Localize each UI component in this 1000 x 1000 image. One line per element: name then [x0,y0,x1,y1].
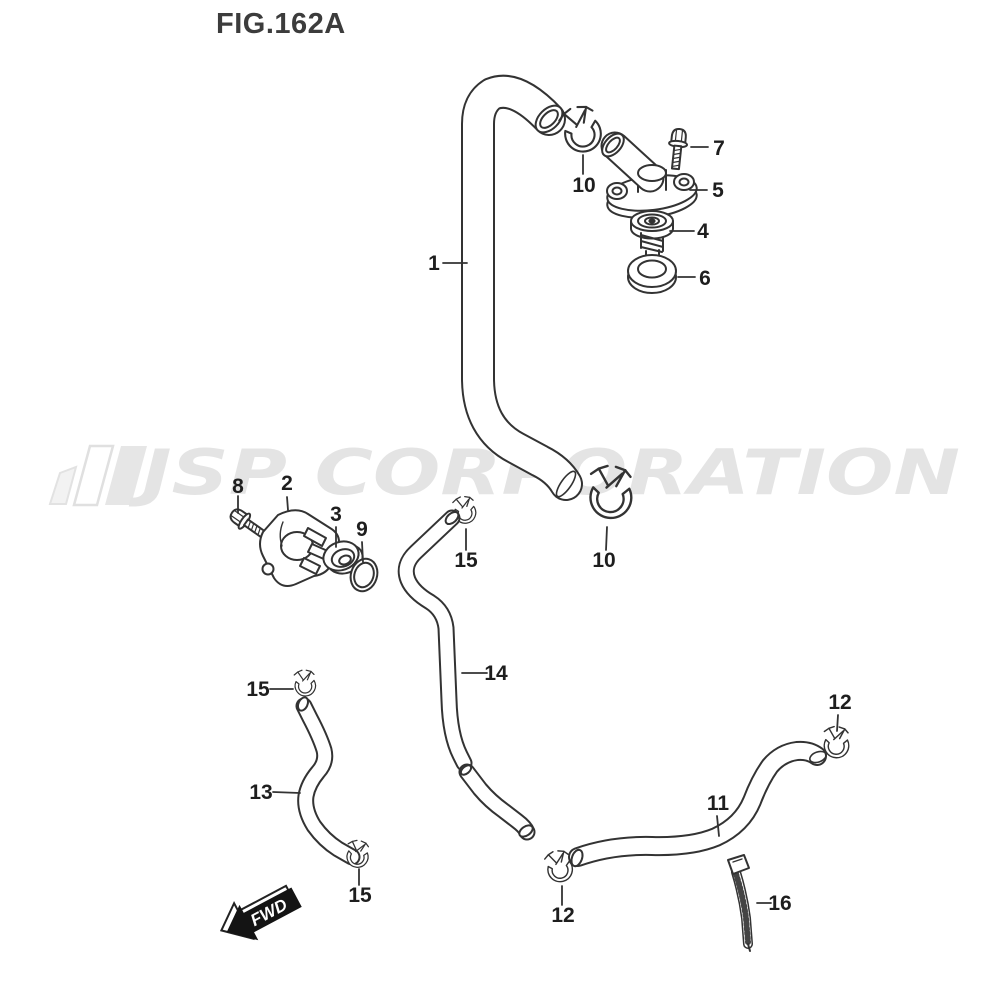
part-13-hose [295,696,361,866]
callout-5: 5 [712,179,724,202]
part-2-water-pump [259,509,340,587]
part-7-bolt [665,127,690,171]
callout-10: 10 [592,549,615,572]
callout-3: 3 [330,503,342,526]
part-9-o-ring [349,557,379,593]
part-3-impeller-cap [322,540,364,575]
callout-15: 15 [454,549,478,572]
callout-9: 9 [356,518,368,541]
watermark-logo-mark [105,446,147,505]
callout-1: 1 [428,252,440,275]
leader-lines [237,146,839,906]
callout-7: 7 [713,137,725,160]
callout-13: 13 [249,781,272,804]
part-14-hose [397,509,536,841]
part-16-cable-tie [727,854,753,952]
callout-8: 8 [232,475,244,498]
callout-12: 12 [551,904,574,927]
callout-16: 16 [768,892,791,915]
part-6-seal-ring [627,254,677,294]
callout-10: 10 [572,174,595,197]
part-15-clamp [293,669,317,697]
fwd-arrow: FWD [219,884,302,941]
watermark-logo-mark [48,465,78,505]
part-10-hose-clamp [556,101,606,158]
part-5-water-outlet [600,131,698,219]
diagram-art [225,74,852,952]
watermark-logo-mark [72,444,115,507]
part-1-water-hose [461,74,583,501]
callout-4: 4 [697,220,709,243]
callout-15: 15 [246,678,270,701]
fwd-arrow-body [226,887,302,941]
figure-title: FIG.162A [216,8,346,40]
callout-2: 2 [281,472,293,495]
callout-12: 12 [828,691,851,714]
callout-15: 15 [348,884,372,907]
callout-14: 14 [484,662,508,685]
callouts: 1 10 7 5 4 6 8 2 3 9 15 10 14 15 13 15 1… [232,137,852,927]
part-11-hose [568,740,827,868]
callout-11: 11 [707,792,730,815]
callout-6: 6 [699,267,711,290]
